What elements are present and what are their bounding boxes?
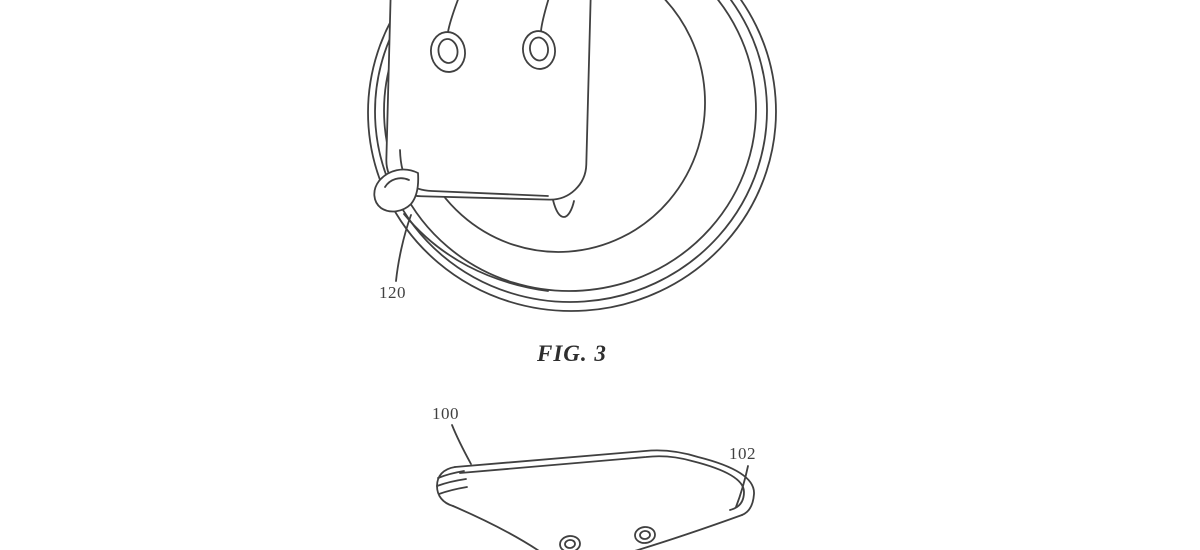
band-piece-inner-edge [459, 455, 745, 511]
band-piece-sensor-holes [559, 526, 656, 550]
watch-case [385, 0, 593, 201]
leader-line-100 [451, 424, 472, 465]
clasp-detail [373, 168, 420, 213]
leader-line-120 [395, 214, 412, 282]
band-slot-groove [436, 470, 468, 495]
fig4-band-piece-drawing [436, 424, 755, 550]
band-junction-detail [552, 199, 575, 218]
top-leader-lines [447, 0, 550, 33]
ref-label-100: 100 [432, 404, 459, 423]
leader-line-102 [735, 465, 749, 508]
fig3-watch-drawing [367, 0, 777, 312]
figure3-caption: FIG. 3 [537, 341, 607, 366]
ref-label-120: 120 [379, 283, 406, 302]
ref-label-102: 102 [729, 444, 756, 463]
sensor-circles [430, 30, 556, 73]
